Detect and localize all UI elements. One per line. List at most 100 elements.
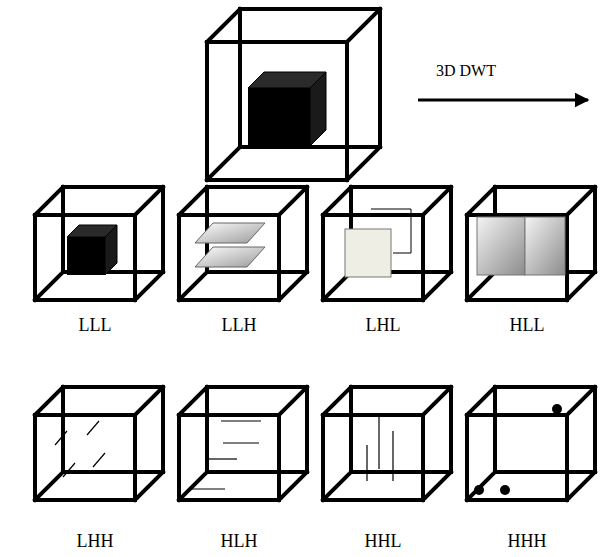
solid-front bbox=[67, 237, 105, 275]
wireframe-cube bbox=[323, 187, 451, 300]
cube-edge bbox=[378, 9, 382, 147]
detail-line bbox=[63, 463, 75, 477]
cube-edge bbox=[35, 187, 63, 215]
cube-front bbox=[179, 215, 279, 300]
wireframe-cube bbox=[467, 387, 595, 500]
cube-edge bbox=[135, 187, 163, 215]
sagittal-plane bbox=[477, 217, 525, 275]
cube-edge bbox=[207, 9, 240, 42]
detail-line bbox=[371, 209, 411, 210]
cube-edge bbox=[305, 187, 309, 272]
corner-dot bbox=[552, 404, 562, 414]
wireframe-cube bbox=[35, 387, 163, 500]
detail-line bbox=[223, 442, 259, 443]
cube-edge bbox=[279, 472, 307, 500]
detail-line bbox=[378, 415, 379, 469]
cube-edge bbox=[179, 387, 207, 415]
cube-edge bbox=[495, 470, 595, 474]
subband-label: LHL bbox=[366, 316, 401, 336]
cube-front bbox=[323, 215, 423, 300]
cube-edge bbox=[495, 185, 595, 189]
cube-edge bbox=[323, 387, 351, 415]
cube-edge bbox=[179, 472, 207, 500]
cube-front bbox=[35, 215, 135, 300]
cube-edge bbox=[567, 472, 595, 500]
cube-edge bbox=[161, 187, 165, 272]
cube-front bbox=[467, 415, 567, 500]
cube-edge bbox=[305, 387, 309, 472]
cube-edge bbox=[179, 187, 207, 215]
solid-side bbox=[105, 225, 117, 275]
cube-edge bbox=[35, 272, 63, 300]
cube-edge bbox=[351, 185, 451, 189]
subband-label: LLL bbox=[79, 316, 112, 336]
corner-dot bbox=[474, 485, 484, 495]
cube-edge bbox=[35, 472, 63, 500]
cube-edge bbox=[279, 272, 307, 300]
subband-label: HHH bbox=[508, 532, 547, 552]
cube-edge bbox=[467, 472, 495, 500]
frontal-plane bbox=[345, 229, 391, 277]
wireframe-cube bbox=[35, 187, 163, 300]
subband-label: LLH bbox=[222, 316, 257, 336]
detail-line bbox=[221, 420, 261, 421]
cube-edge bbox=[323, 187, 351, 215]
subband-label: HHL bbox=[365, 532, 402, 552]
cube-edge bbox=[449, 187, 453, 272]
wireframe-cube bbox=[179, 187, 307, 300]
cube-edge bbox=[467, 187, 495, 215]
cube-edge bbox=[207, 147, 240, 180]
cube-edge bbox=[63, 385, 163, 389]
cube-edge bbox=[207, 270, 307, 274]
cube-edge bbox=[279, 387, 307, 415]
cube-edge bbox=[593, 387, 597, 472]
cube-edge bbox=[423, 472, 451, 500]
cube-edge bbox=[207, 470, 307, 474]
horizontal-plane bbox=[195, 223, 265, 243]
detail-line bbox=[350, 423, 351, 473]
cube-front bbox=[179, 415, 279, 500]
cube-edge bbox=[240, 7, 380, 11]
wireframe-cube bbox=[207, 9, 380, 180]
cube-edge bbox=[179, 272, 207, 300]
cube-edge bbox=[567, 187, 595, 215]
cube-edge bbox=[347, 9, 380, 42]
cube-edge bbox=[567, 272, 595, 300]
detail-line bbox=[55, 431, 67, 445]
cube-edge bbox=[207, 185, 307, 189]
cube-front bbox=[323, 415, 423, 500]
horizontal-plane bbox=[195, 247, 265, 267]
detail-line bbox=[366, 445, 367, 481]
detail-line bbox=[189, 488, 225, 489]
cube-edge bbox=[323, 472, 351, 500]
cube-edge bbox=[567, 387, 595, 415]
subband-label: HLL bbox=[510, 316, 545, 336]
cube-edge bbox=[135, 472, 163, 500]
subband-label: LHH bbox=[77, 532, 114, 552]
wireframe-cube bbox=[467, 187, 595, 300]
cube-edge bbox=[423, 187, 451, 215]
sagittal-plane bbox=[525, 217, 565, 275]
cube-edge bbox=[279, 187, 307, 215]
cube-front bbox=[207, 42, 347, 180]
cube-edge bbox=[495, 385, 595, 389]
cube-edge bbox=[467, 272, 495, 300]
cube-edge bbox=[161, 387, 165, 472]
cube-edge bbox=[593, 187, 597, 272]
subband-label: HLH bbox=[221, 532, 258, 552]
detail-line bbox=[93, 453, 105, 467]
cube-edge bbox=[238, 9, 242, 147]
cube-edge bbox=[351, 470, 451, 474]
cube-edge bbox=[467, 387, 495, 415]
detail-line bbox=[87, 421, 99, 435]
cube-edge bbox=[207, 385, 307, 389]
transform-label: 3D DWT bbox=[436, 62, 496, 80]
cube-edge bbox=[61, 187, 65, 272]
detail-line bbox=[393, 253, 411, 254]
cube-edge bbox=[449, 387, 453, 472]
cube-edge bbox=[347, 147, 380, 180]
cube-front bbox=[467, 215, 567, 300]
cube-edge bbox=[63, 185, 163, 189]
cube-edge bbox=[63, 470, 163, 474]
